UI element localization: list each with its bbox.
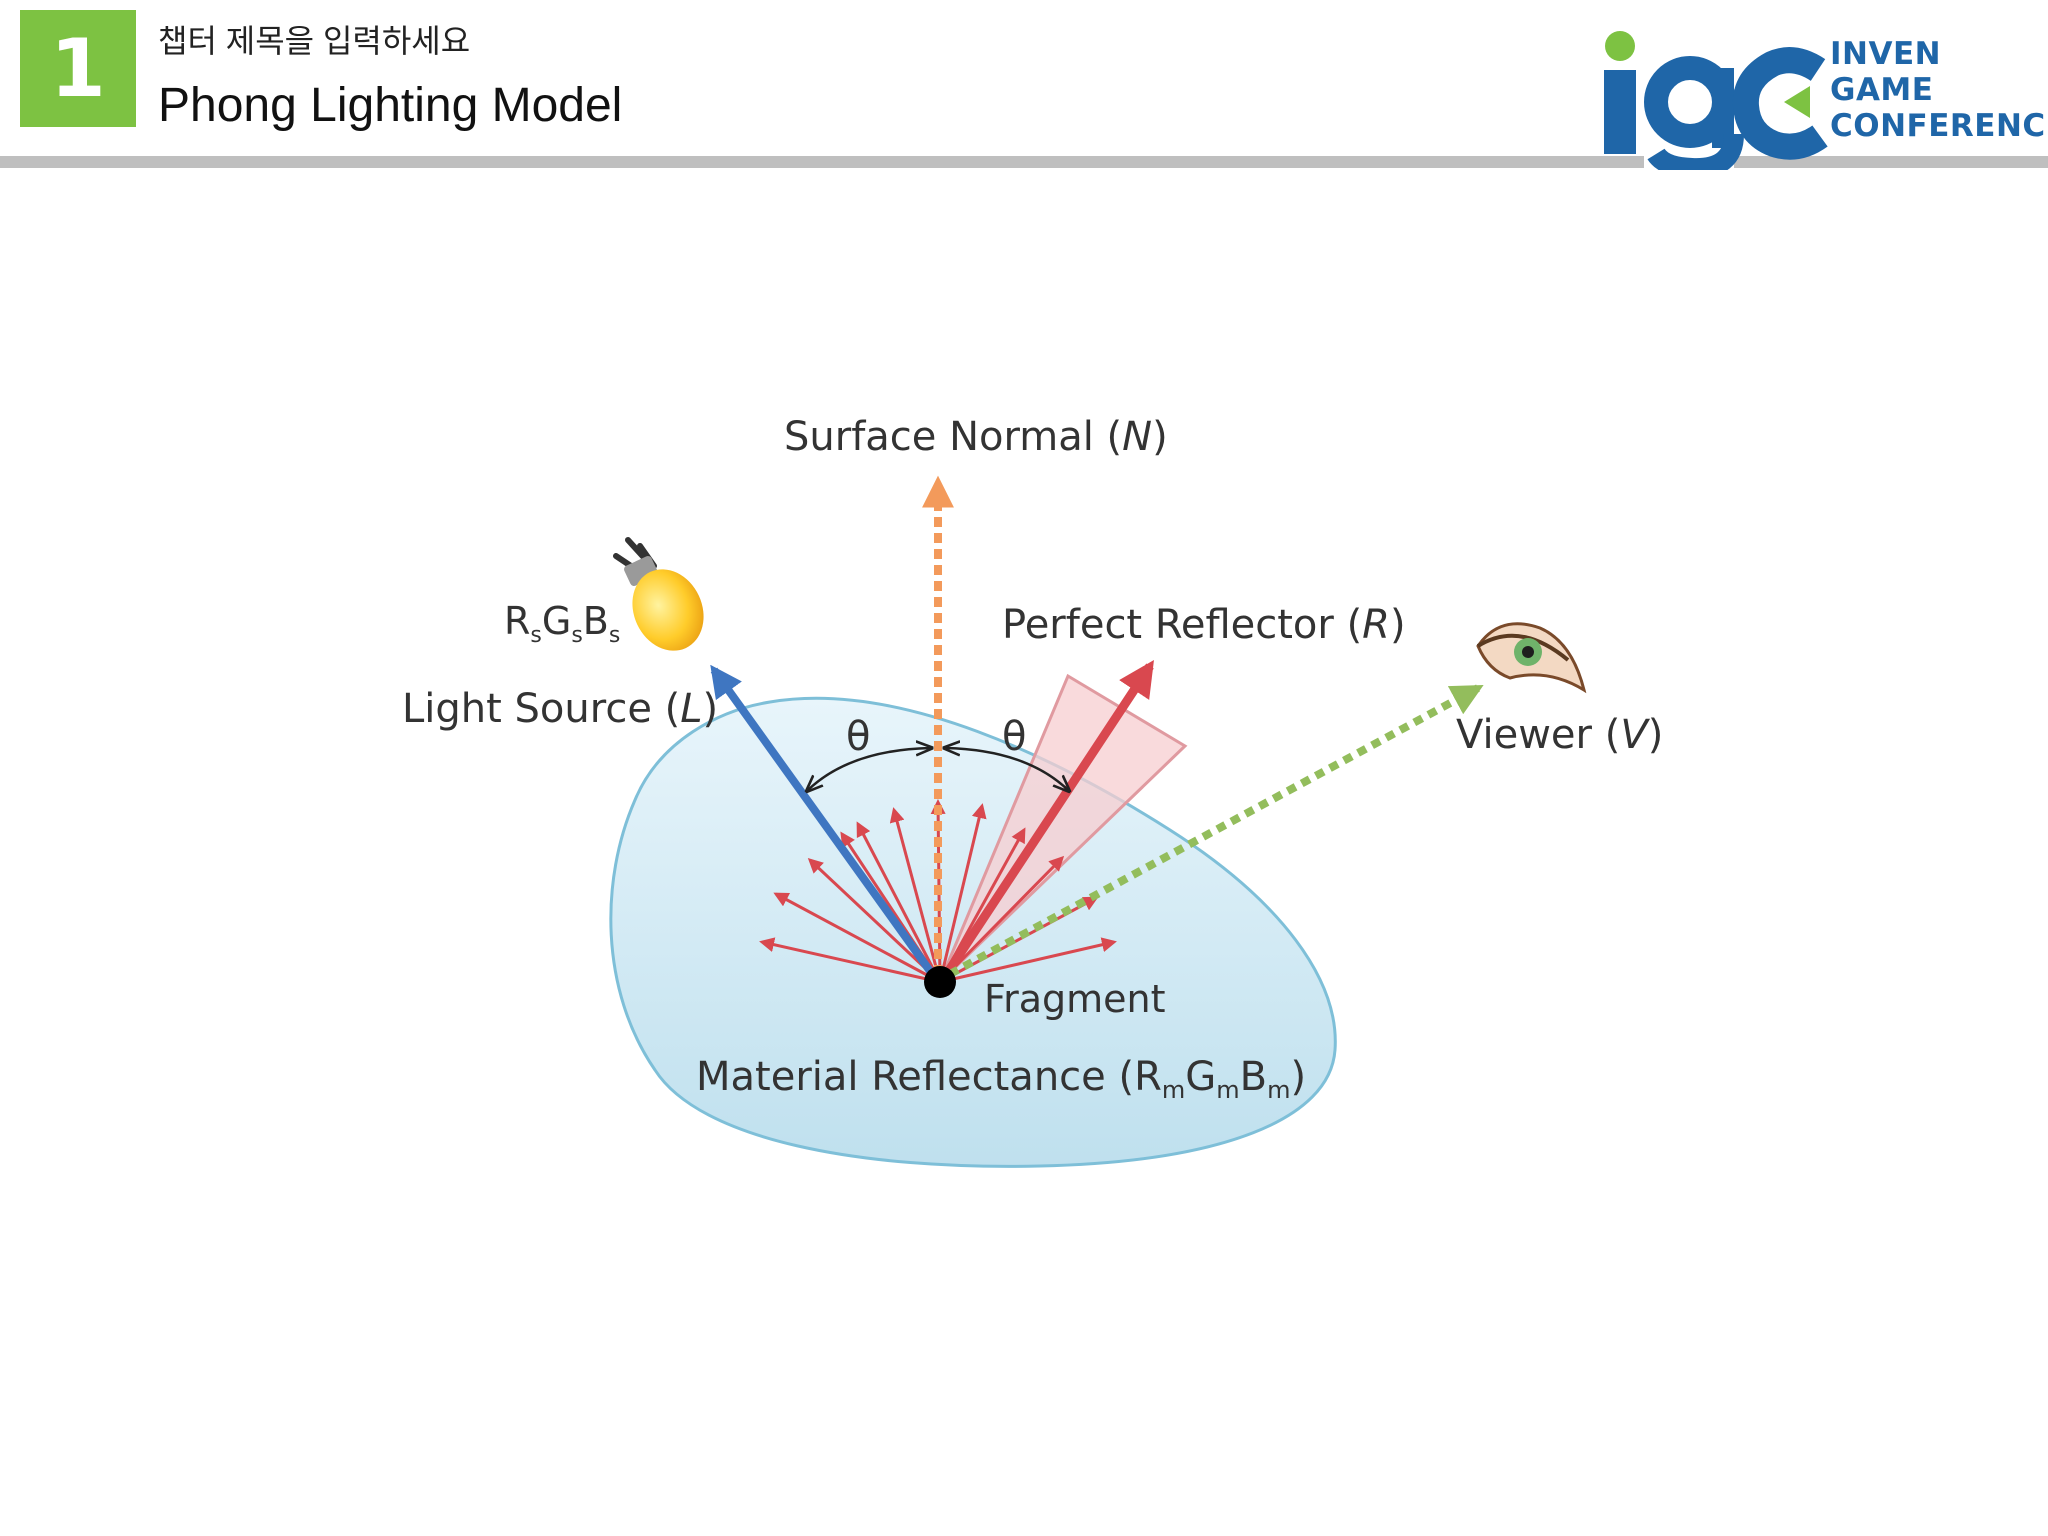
diffuse-ray: [938, 803, 987, 983]
angle-label-right: θ: [1002, 714, 1026, 760]
diffuse-ray: [807, 857, 942, 984]
igc-logo: [1604, 31, 1828, 170]
diffuse-ray: [856, 821, 942, 983]
chapter-number-badge: 1: [20, 10, 136, 127]
light-source-label: Light Source (L): [402, 686, 718, 732]
logo-dot: [1605, 31, 1635, 61]
logo-line-conference: CONFERENCE: [1830, 108, 2048, 144]
logo-line-inven: INVEN: [1830, 36, 1942, 72]
logo-wordmark: INVEN GAME CONFERENCE: [1830, 36, 2048, 144]
header-rule-right: [1734, 156, 2048, 168]
diffuse-ray: [759, 937, 941, 984]
viewer-vector-arrow: [948, 684, 1484, 978]
angle-arc-right: [946, 748, 1068, 790]
material-reflectance-label: Material Reflectance (RmGmBm): [696, 1054, 1306, 1104]
logo-line-game: GAME: [1830, 72, 1934, 108]
chapter-title: 챕터 제목을 입력하세요: [158, 23, 471, 59]
logo-letter-g: [1644, 56, 1744, 170]
perfect-reflector-label: Perfect Reflector (R): [1002, 602, 1406, 648]
slide-header: 1 챕터 제목을 입력하세요 Phong Lighting Model INVE…: [0, 0, 2048, 180]
logo-letter-i: [1604, 70, 1636, 154]
diffuse-ray: [773, 892, 941, 984]
light-vector-arrow: [710, 664, 939, 981]
viewer-label: Viewer (V): [1456, 712, 1663, 758]
reflector-vector-arrow: [940, 659, 1154, 981]
angle-arc-left: [808, 748, 930, 790]
angle-label-left: θ: [846, 714, 870, 760]
slide-title: Phong Lighting Model: [158, 79, 623, 132]
eye-icon: [1476, 622, 1587, 694]
diffuse-ray: [939, 937, 1117, 984]
light-color-label: RsGsBs: [504, 599, 620, 648]
fragment-label: Fragment: [984, 977, 1166, 1021]
light-bulb-icon: [613, 537, 704, 651]
surface-normal-label: Surface Normal (N): [784, 414, 1168, 460]
diffuse-ray: [889, 807, 942, 983]
header-rule-left: [0, 156, 1644, 168]
logo-letter-c: [1732, 47, 1828, 160]
fragment-point: [924, 966, 956, 998]
